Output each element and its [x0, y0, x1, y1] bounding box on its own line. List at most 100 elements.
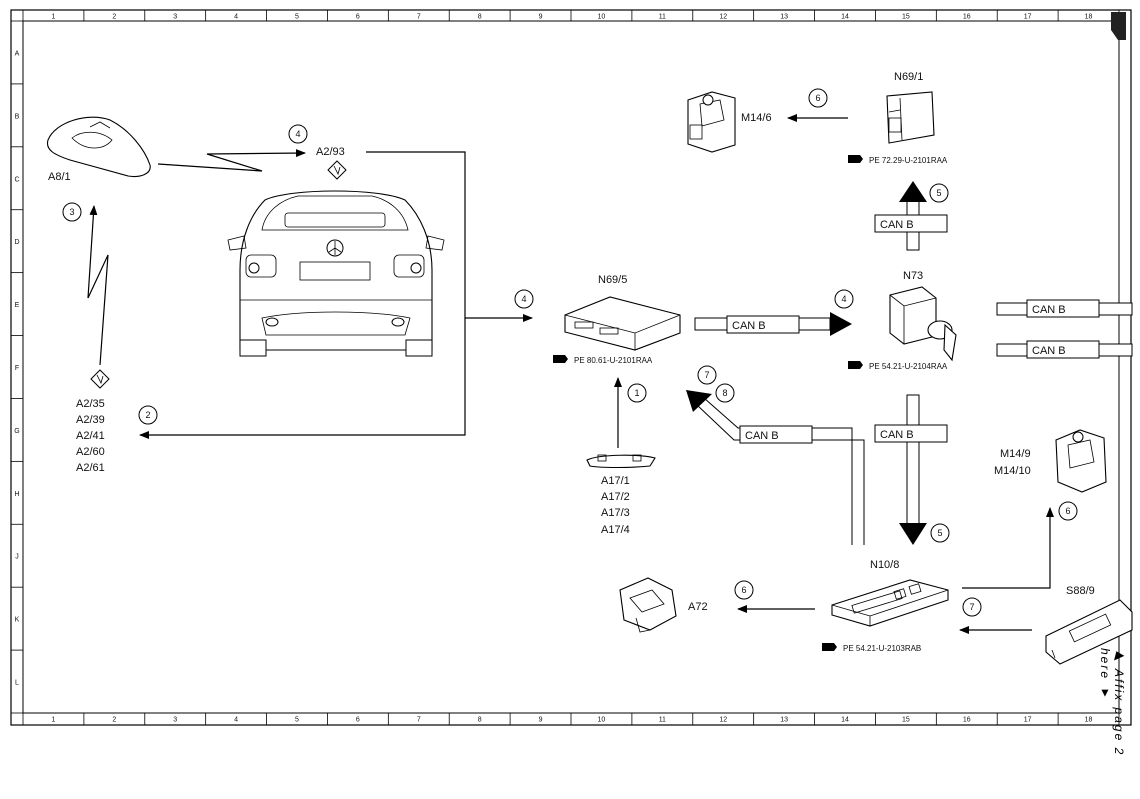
drawing-area [22, 20, 1120, 714]
svg-text:4: 4 [521, 294, 526, 304]
grid-column-label: 9 [539, 717, 543, 724]
svg-text:PE 80.61-U-2101RAA: PE 80.61-U-2101RAA [574, 356, 653, 365]
label-n10-8: N10/8 [870, 559, 899, 571]
grid-column-label: 11 [659, 717, 666, 724]
grid-row-label: C [14, 176, 19, 183]
svg-text:4: 4 [841, 294, 846, 304]
svg-text:CAN B: CAN B [1032, 345, 1066, 357]
svg-text:6: 6 [1065, 506, 1070, 516]
signal-arrow-a8-to-a2-93 [157, 149, 306, 172]
grid-row-label: E [15, 302, 20, 309]
actuator-motor-m14-6-icon [687, 91, 736, 153]
grid-column-label: 14 [841, 717, 849, 724]
grid-column-label: 1 [51, 717, 55, 724]
page-corner-tab-icon [1111, 12, 1126, 40]
signal-arrow-a2-group-to-a8-1 [87, 205, 109, 366]
can-bus-n73-to-n10-8: CAN B [874, 394, 948, 545]
grid-column-label: 11 [659, 14, 666, 21]
svg-text:A17/4: A17/4 [601, 524, 630, 536]
svg-text:7: 7 [969, 602, 974, 612]
svg-text:M14/9: M14/9 [1000, 448, 1031, 460]
grid-column-label: 17 [1024, 717, 1032, 724]
grid-row-label: B [15, 113, 20, 120]
label-m14-6: M14/6 [741, 112, 772, 124]
actuator-a72-icon [619, 577, 677, 633]
grid-column-label: 13 [780, 717, 788, 724]
svg-text:M14/10: M14/10 [994, 465, 1031, 477]
grid-column-label: 16 [963, 14, 971, 21]
grid-column-label: 15 [902, 14, 910, 21]
grid-column-label: 5 [295, 14, 299, 21]
svg-text:A2/39: A2/39 [76, 414, 105, 426]
control-unit-n69-5-icon [564, 296, 681, 351]
grid-column-label: 10 [598, 14, 606, 21]
svg-text:4: 4 [295, 129, 300, 139]
label-n73: N73 [903, 270, 923, 282]
step-6-marker-b: 6 [1058, 501, 1078, 521]
actuator-motor-m14-9-icon [1055, 429, 1107, 493]
ref-n73: PE 54.21-U-2104RAA [848, 361, 948, 371]
label-a17-group: A17/1 A17/2 A17/3 A17/4 [601, 475, 630, 536]
antenna-symbol-icon-2 [90, 369, 110, 389]
grid-column-label: 2 [112, 14, 116, 21]
can-bus-n10-8-to-n69-5: CAN B [686, 390, 865, 545]
grid-column-label: 6 [356, 717, 360, 724]
control-unit-n10-8-icon [831, 579, 949, 627]
grid-column-label: 18 [1085, 14, 1093, 21]
step-6-marker-c: 6 [734, 580, 754, 600]
grid-column-label: 6 [356, 14, 360, 21]
grid-column-label: 10 [598, 717, 606, 724]
svg-text:5: 5 [937, 528, 942, 538]
label-a2-93: A2/93 [316, 146, 345, 158]
grid-lines [11, 10, 1120, 725]
grid-column-label: 8 [478, 14, 482, 21]
svg-text:6: 6 [741, 585, 746, 595]
grid-column-label: 12 [719, 717, 727, 724]
can-bus-right-lower: CAN B [996, 340, 1133, 359]
grid-column-label: 4 [234, 14, 238, 21]
grid-column-label: 3 [173, 14, 177, 21]
grid-column-label: 14 [841, 14, 849, 21]
step-4-marker-c: 4 [834, 289, 854, 309]
grid-row-label: F [15, 365, 19, 372]
grid-row-label: D [14, 239, 19, 246]
label-a2-group: A2/35 A2/39 A2/41 A2/60 A2/61 [76, 398, 105, 474]
svg-text:CAN B: CAN B [732, 320, 766, 332]
antenna-symbol-icon [327, 160, 347, 180]
step-4-marker-b: 4 [514, 289, 534, 309]
grid-row-label: L [15, 680, 19, 687]
svg-text:CAN B: CAN B [880, 429, 914, 441]
svg-text:6: 6 [815, 93, 820, 103]
grid-column-label: 16 [963, 717, 971, 724]
ref-n69-1: PE 72.29-U-2101RAA [848, 155, 948, 165]
switch-s88-9-icon [1045, 599, 1133, 665]
grid-row-label: K [15, 617, 20, 624]
ref-n10-8: PE 54.21-U-2103RAB [822, 643, 921, 653]
line-n10-8-to-m14-9 [962, 507, 1054, 589]
svg-text:CAN B: CAN B [745, 430, 779, 442]
svg-text:A17/1: A17/1 [601, 475, 630, 487]
can-bus-n73-to-n69-1: CAN B [874, 181, 948, 251]
label-m14-group: M14/9 M14/10 [994, 448, 1031, 477]
door-handle-icon [586, 454, 656, 469]
step-7-marker-a: 7 [697, 365, 717, 385]
grid-column-label: 12 [719, 14, 727, 21]
ignition-switch-icon [889, 286, 957, 362]
grid-column-label: 1 [51, 14, 55, 21]
grid-column-label: 3 [173, 717, 177, 724]
svg-text:CAN B: CAN B [1032, 304, 1066, 316]
line-to-a2-group [139, 318, 466, 439]
label-a72: A72 [688, 601, 708, 613]
grid-row-label: J [15, 554, 19, 561]
grid-column-label: 9 [539, 14, 543, 21]
grid-row-label: A [15, 50, 20, 57]
svg-text:A17/2: A17/2 [601, 491, 630, 503]
svg-text:2: 2 [145, 410, 150, 420]
grid-column-label: 5 [295, 717, 299, 724]
step-8-marker: 8 [715, 383, 735, 403]
control-unit-n69-1-icon [886, 91, 935, 144]
svg-text:3: 3 [69, 207, 74, 217]
label-n69-5: N69/5 [598, 274, 627, 286]
svg-text:A2/60: A2/60 [76, 446, 105, 458]
